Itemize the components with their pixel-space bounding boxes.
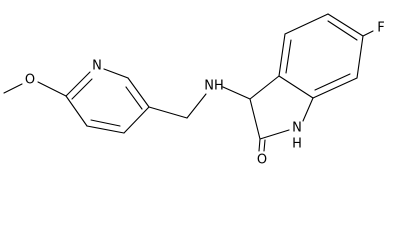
bond-c4-c5 [86, 125, 125, 134]
atom-label-h-lactam: H [292, 137, 302, 152]
bond-c2-c3 [127, 77, 150, 108]
bond-c6-n1 [65, 71, 91, 97]
bond-methyl-o [3, 83, 23, 94]
atom-label-f: F [377, 21, 384, 36]
atom-label-o-carbonyl: O [257, 153, 267, 168]
bond-ch2-nh [186, 93, 207, 119]
bond-o-c6 [37, 81, 67, 97]
bond-c7-c7a-inner [314, 73, 351, 91]
bond-c3a-c4 [278, 33, 286, 77]
atom-label-n-lactam: N [292, 121, 302, 136]
bond-c3a-c7a [278, 75, 314, 99]
atom-label-n-pyridine: N [92, 59, 102, 74]
molecule-structure: O N NH F N H O [3, 13, 385, 168]
bond-c3-c3a [249, 75, 280, 100]
bond-c7-c7a [312, 77, 358, 99]
atom-label-o-methoxy: O [25, 73, 35, 88]
bond-n1-c2 [103, 68, 129, 79]
bond-c2-o-double [263, 139, 266, 152]
atom-labels: O N NH F N H O [25, 21, 385, 168]
bond-c5-c6 [327, 13, 364, 37]
bond-c3-c4 [123, 106, 150, 134]
bond-c4-c5-double [90, 119, 121, 127]
bond-c5-c6 [65, 95, 88, 127]
bond-n1-c7a [302, 97, 314, 122]
bond-c2-n1 [259, 129, 290, 140]
bond-nh-c3-indolinone [222, 86, 251, 100]
bond-c2-c3-double [125, 86, 143, 110]
bond-c3a-c4-inner [285, 39, 292, 74]
bond-c2-o [258, 138, 261, 152]
bond-c6-n1-double [71, 78, 93, 100]
bond-c6-f [362, 30, 374, 37]
bond-c3-ch2 [148, 106, 188, 119]
bond-lines [3, 13, 374, 152]
bond-c3-c2 [249, 98, 261, 140]
bond-c5-c6-inner [327, 20, 358, 41]
atom-label-nh-amine: NH [204, 79, 224, 94]
bond-c6-c7 [356, 35, 364, 79]
bond-c4-c5 [284, 13, 329, 35]
